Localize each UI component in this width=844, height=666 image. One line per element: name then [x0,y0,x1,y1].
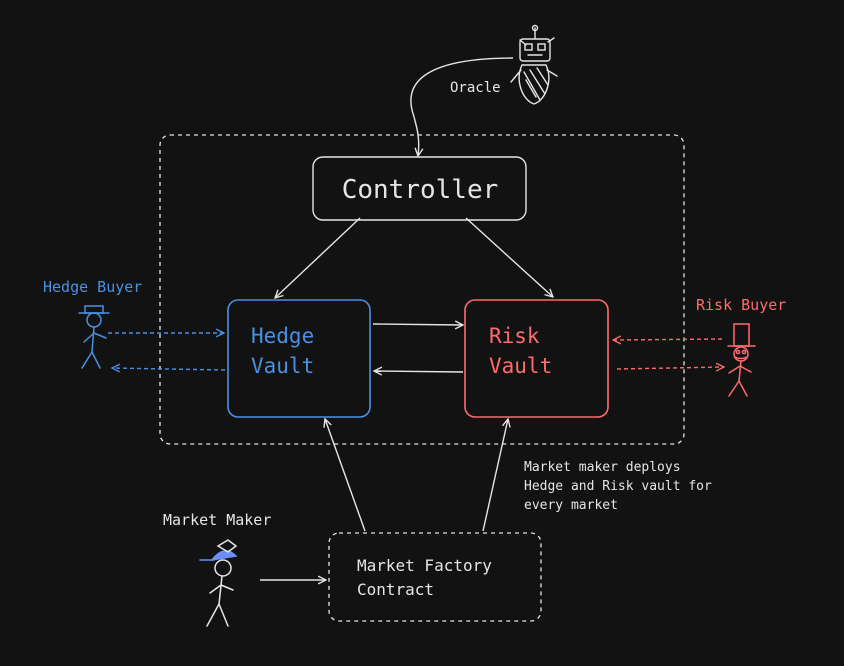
arrow-factory-to-hedge-vault [325,419,366,532]
controller-label: Controller [342,175,499,205]
arrow-controller-to-hedge-vault [275,217,361,298]
risk-vault-node: Risk Vault [464,299,609,418]
risk-buyer-label: Risk Buyer [696,296,786,314]
annotation-line-1: Market maker deploys [524,460,681,475]
controller-node: Controller [312,156,527,221]
risk-vault-label-line1: Risk [489,324,540,348]
risk-vault-label-line2: Vault [489,354,552,378]
annotation-line-3: every market [524,498,618,513]
arrow-oracle-to-controller [410,57,514,156]
annotation-line-2: Hedge and Risk vault for [524,479,712,494]
market-factory-label-line2: Contract [357,580,434,599]
market-maker-label: Market Maker [163,511,271,529]
hedge-vault-node: Hedge Vault [227,299,371,418]
hedge-vault-label-line2: Vault [251,354,314,378]
arrow-hedge-vault-to-hedge-buyer [112,368,226,370]
hedge-vault-label-line1: Hedge [251,324,314,348]
stick-figure-propeller-cap-icon [199,539,238,627]
market-factory-node: Market Factory Contract [328,532,542,622]
arrow-risk-vault-to-risk-buyer [616,367,724,369]
oracle-label: Oracle [450,80,501,96]
arrow-hedge-to-risk-vault [372,324,463,325]
stick-figure-hat-icon [78,305,110,369]
hedge-buyer-label: Hedge Buyer [43,278,142,296]
market-factory-label-line1: Market Factory [357,556,492,575]
arrow-risk-buyer-to-risk-vault [613,339,723,340]
arrow-factory-to-risk-vault [482,419,508,532]
stick-figure-top-hat-icon [727,323,756,397]
arrow-controller-to-risk-vault [465,217,553,297]
arrow-risk-to-hedge-vault [374,371,464,372]
deploy-annotation: Market maker deploys Hedge and Risk vaul… [524,460,712,513]
system-boundary [159,134,685,445]
robot-icon [510,24,558,105]
